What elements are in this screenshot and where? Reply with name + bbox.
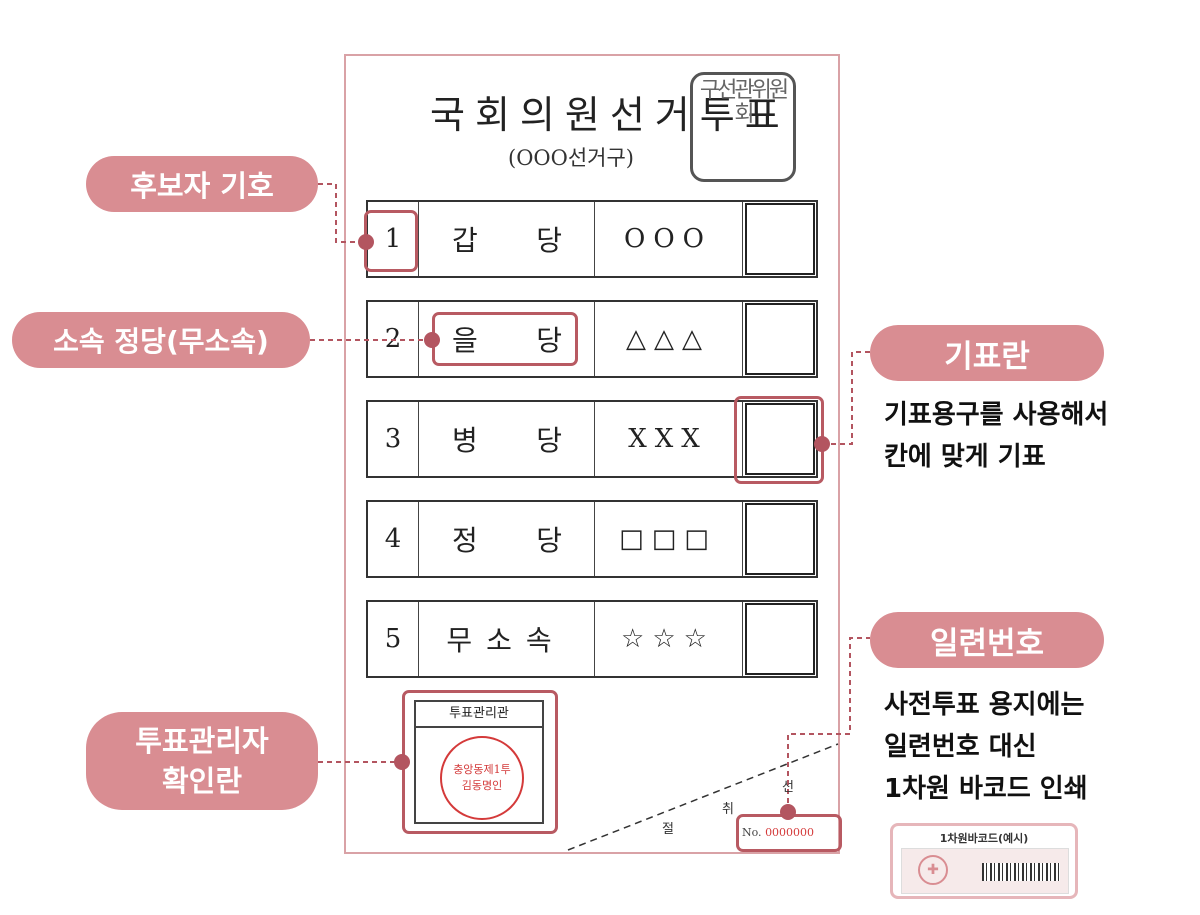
candidate-name: OOO <box>594 202 743 276</box>
connector-number <box>318 183 366 243</box>
barcode-example-card: 1차원바코드(예시) ✚ <box>890 823 1078 899</box>
ballot-row-1: 1 갑 당 OOO <box>366 200 818 278</box>
serial-desc-line-3: 1차원 바코드 인쇄 <box>884 774 1088 804</box>
election-seal: 구선관위원회 <box>690 72 796 182</box>
label-vote-box: 기표란 <box>870 325 1104 381</box>
label-manager-line-2: 확인란 <box>161 764 243 798</box>
serial-digits: 0000000 <box>765 826 815 839</box>
marker-dot-number <box>358 234 374 250</box>
stamp-line-2: 김동명인 <box>461 779 503 792</box>
label-manager-line-1: 투표관리자 <box>135 724 269 758</box>
vote-box-desc-line-2: 칸에 맞게 기표 <box>884 442 1046 472</box>
ballot-row-3: 3 병 당 XXX <box>366 400 818 478</box>
party-name-a: 병 <box>452 424 478 457</box>
party-cell: 을 당 <box>418 302 595 376</box>
barcode-card-title: 1차원바코드(예시) <box>939 832 1029 845</box>
ballot-row-4: 4 정 당 □□□ <box>366 500 818 578</box>
vote-box-cell <box>742 302 818 376</box>
party-name-a: 을 <box>452 324 478 357</box>
vote-box-cell <box>742 402 818 476</box>
cut-line <box>567 743 839 851</box>
ballot-subtitle: (OOO선거구) <box>508 146 634 170</box>
highlight-party <box>432 312 578 366</box>
cut-char-2: 취 <box>722 802 734 817</box>
party-name-b: 당 <box>536 224 562 257</box>
party-name: 무소속 <box>418 602 595 676</box>
label-candidate-number: 후보자 기호 <box>86 156 318 212</box>
vote-box[interactable] <box>745 303 815 375</box>
ballot-title: 국회의원선거투표 <box>430 93 790 137</box>
vote-box[interactable] <box>745 503 815 575</box>
vote-box[interactable] <box>745 203 815 275</box>
cut-char-3: 선 <box>782 780 794 795</box>
candidate-name: □□□ <box>594 502 743 576</box>
manager-box-title: 투표관리관 <box>416 702 542 728</box>
party-cell: 병 당 <box>418 402 595 476</box>
connector-vote-box <box>822 351 870 445</box>
candidate-name: ☆☆☆ <box>594 602 743 676</box>
marker-dot-vote-box <box>814 436 830 452</box>
manager-stamp: 충앙동제1투 김동명인 <box>440 736 524 820</box>
cut-char-1: 절 <box>662 822 674 837</box>
vote-box[interactable] <box>745 403 815 475</box>
serial-description: 사전투표 용지에는 일련번호 대신 1차원 바코드 인쇄 <box>884 684 1088 810</box>
party-name-a: 갑 <box>452 224 478 257</box>
connector-serial <box>787 637 870 812</box>
candidate-number: 3 <box>368 402 419 476</box>
vote-box-description: 기표용구를 사용해서 칸에 맞게 기표 <box>884 394 1108 478</box>
stamp-line-1: 충앙동제1투 <box>453 763 511 776</box>
highlight-manager <box>402 690 558 834</box>
label-party: 소속 정당(무소속) <box>12 312 310 368</box>
candidate-name: △△△ <box>594 302 743 376</box>
candidate-name: XXX <box>594 402 743 476</box>
serial-prefix: No. <box>742 826 762 839</box>
serial-number: No. 0000000 <box>742 826 814 839</box>
marker-dot-serial <box>780 804 796 820</box>
highlight-vote-box <box>734 396 824 484</box>
manager-box: 투표관리관 충앙동제1투 김동명인 <box>414 700 544 824</box>
vote-box-cell <box>742 602 818 676</box>
candidate-number: 5 <box>368 602 419 676</box>
party-cell: 정 당 <box>418 502 595 576</box>
barcode-icon <box>982 863 1060 881</box>
label-manager: 투표관리자 확인란 <box>86 712 318 810</box>
candidate-number: 1 <box>368 202 419 276</box>
marker-dot-manager <box>394 754 410 770</box>
seal-text: 구선관위원회 <box>699 78 789 127</box>
ballot-row-5: 5 무소속 ☆☆☆ <box>366 600 818 678</box>
candidate-number: 4 <box>368 502 419 576</box>
party-name-b: 당 <box>536 424 562 457</box>
vote-box-cell <box>742 202 818 276</box>
party-cell: 갑 당 <box>418 202 595 276</box>
party-name-a: 정 <box>452 524 478 557</box>
marker-dot-party <box>424 332 440 348</box>
election-logo-icon: ✚ <box>918 855 948 885</box>
party-name-b: 당 <box>536 524 562 557</box>
serial-desc-line-1: 사전투표 용지에는 <box>884 690 1085 720</box>
label-serial: 일련번호 <box>870 612 1104 668</box>
barcode-card-body: ✚ <box>901 848 1069 894</box>
vote-box-cell <box>742 502 818 576</box>
serial-desc-line-2: 일련번호 대신 <box>884 732 1037 762</box>
vote-box-desc-line-1: 기표용구를 사용해서 <box>884 400 1109 430</box>
vote-box[interactable] <box>745 603 815 675</box>
party-name-b: 당 <box>536 324 562 357</box>
